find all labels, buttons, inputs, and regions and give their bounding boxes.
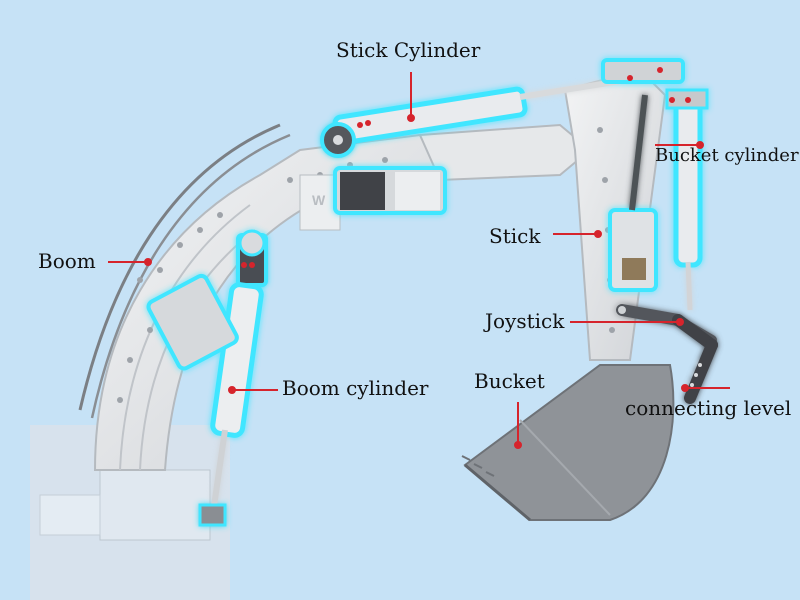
- joystick-label: Joystick: [485, 309, 565, 333]
- stick-pump: [608, 94, 658, 292]
- svg-text:W: W: [312, 192, 326, 208]
- bucket-cylinder-part: [665, 88, 709, 311]
- connecting-level-linkage: [672, 314, 718, 404]
- bucket-cylinder-label: Bucket cylinder: [655, 145, 799, 166]
- connecting-level-label: connecting level: [625, 396, 792, 420]
- boom-cylinder-part: [146, 229, 268, 527]
- bucket-label: Bucket: [474, 369, 545, 393]
- leader-lines: [108, 72, 730, 449]
- stick-cylinder-part: [320, 58, 685, 158]
- stick-motor: [333, 166, 447, 215]
- bucket: [461, 364, 675, 522]
- boom-label: Boom: [38, 249, 96, 273]
- stick-label: Stick: [489, 224, 541, 248]
- stick-cylinder-label: Stick Cylinder: [336, 38, 481, 62]
- pin-accents: [241, 67, 691, 268]
- boom-cylinder-label: Boom cylinder: [282, 376, 429, 400]
- boom-head-bracket: W: [299, 123, 592, 231]
